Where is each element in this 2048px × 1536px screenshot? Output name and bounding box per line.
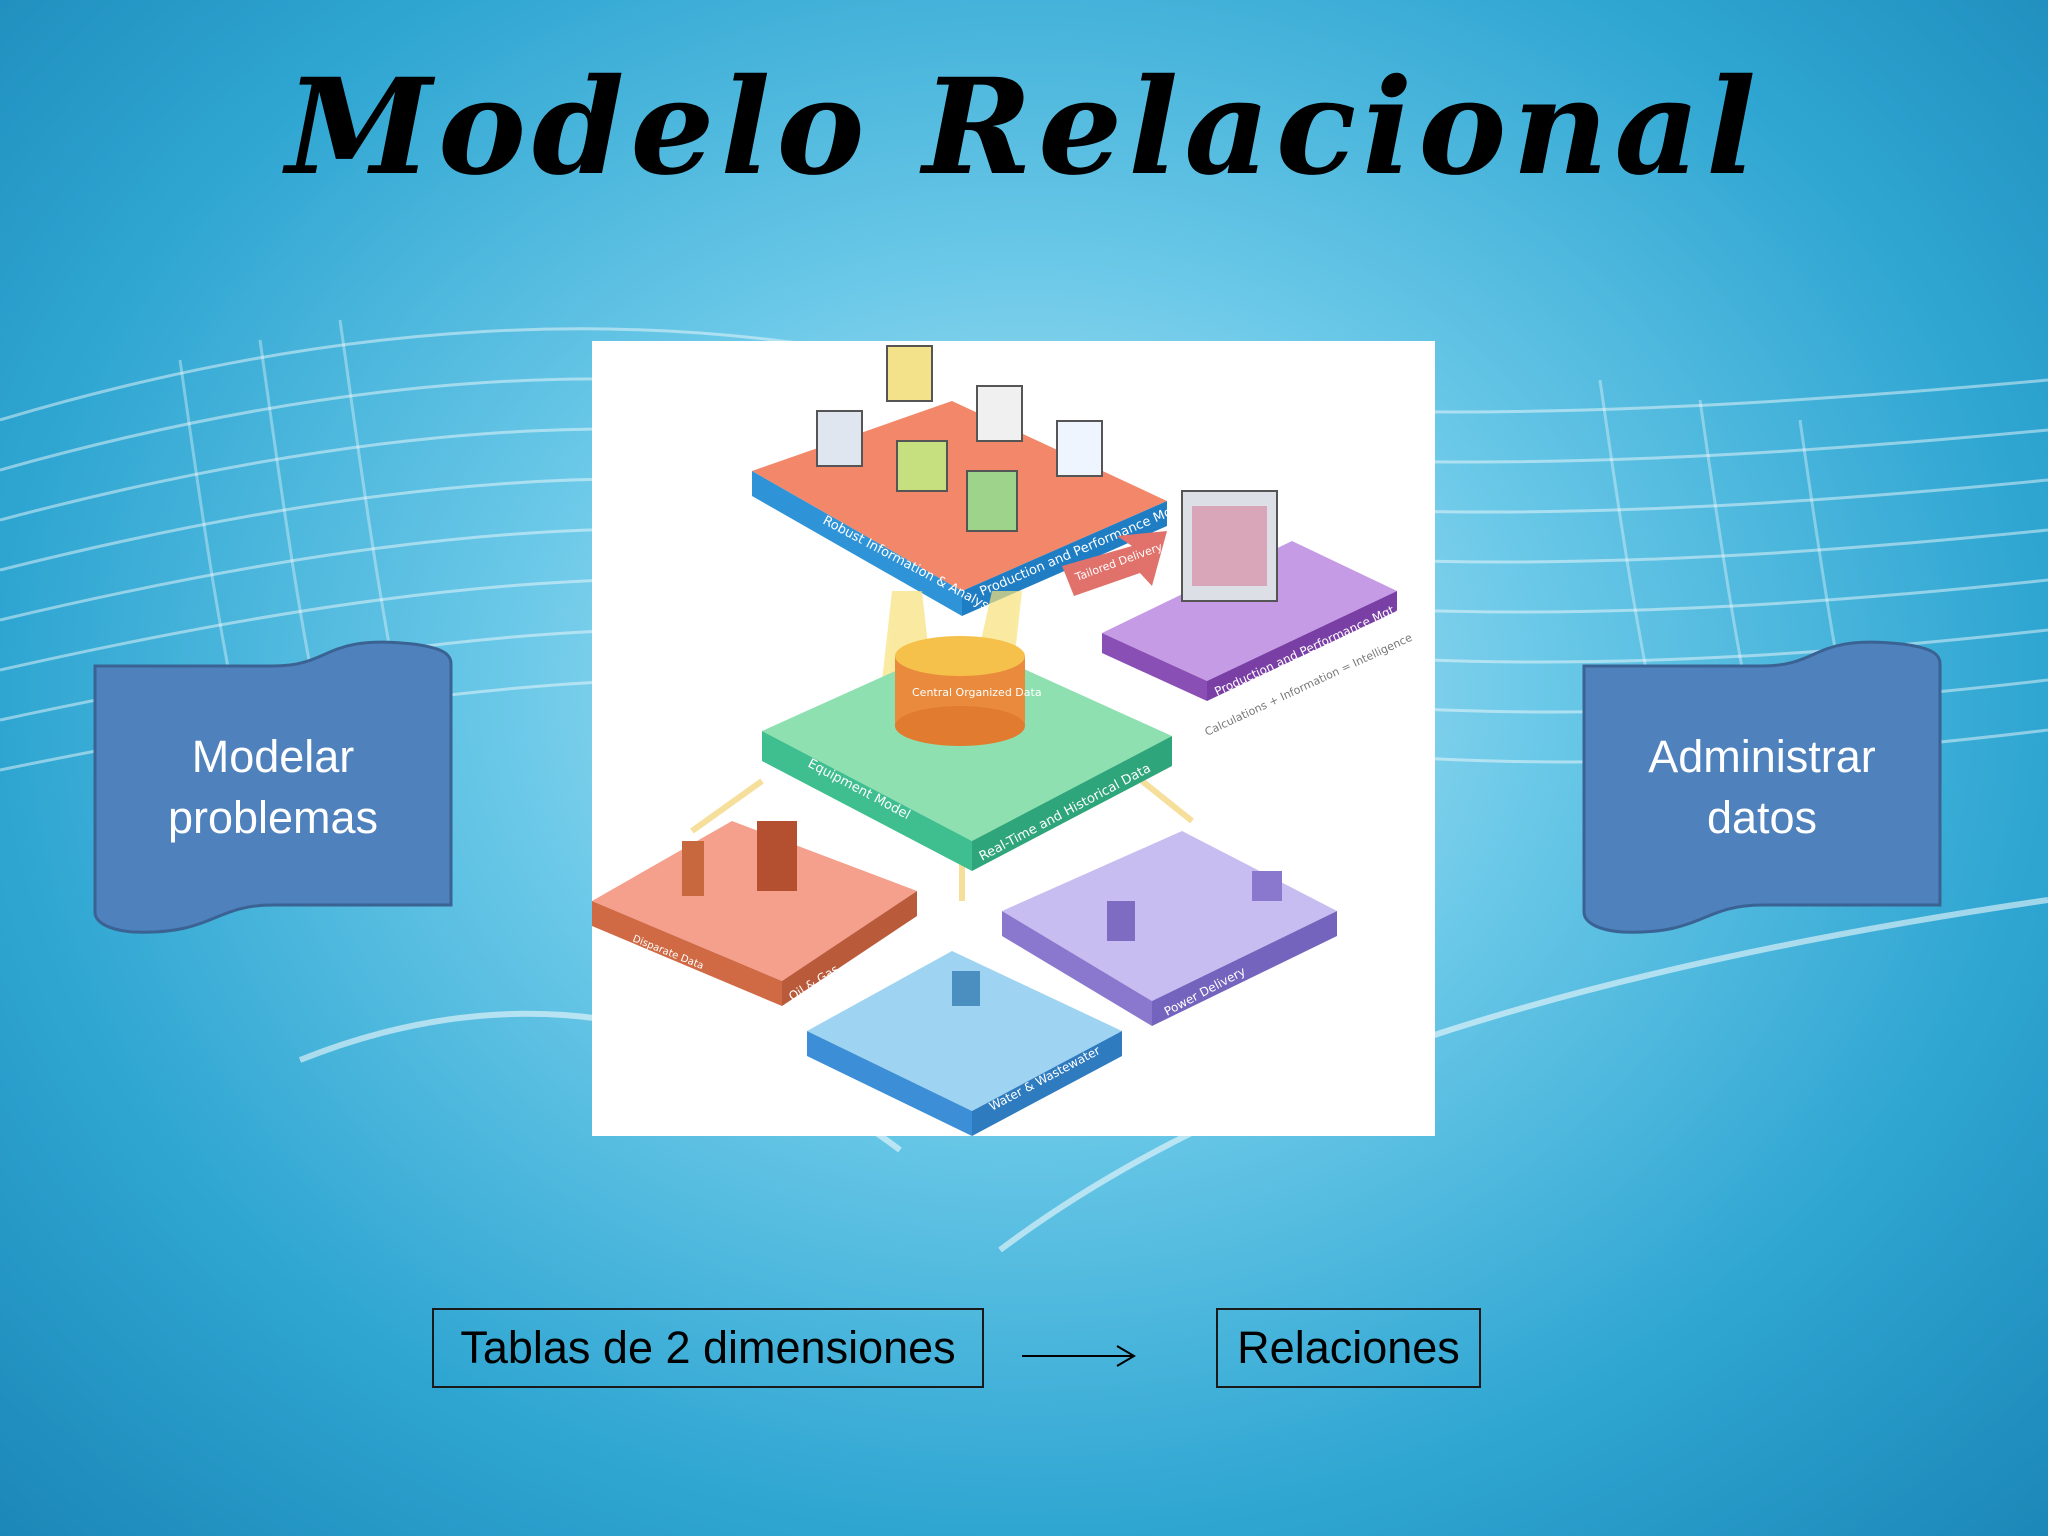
two-dimension-tables-text: Tablas de 2 dimensiones <box>460 1322 956 1373</box>
two-dimension-tables-box: Tablas de 2 dimensiones <box>432 1308 984 1388</box>
central-cylinder: Central Organized Data <box>895 636 1042 746</box>
slide-title: Modelo Relacional <box>285 50 1763 205</box>
left-banner: Modelar problemas <box>93 640 453 935</box>
top-layer: Robust Information & Analyst Tools Produ… <box>752 345 1183 633</box>
cylinder-label: Central Organized Data <box>912 686 1042 699</box>
oil-gas-layer: Oil & Gas Disparate Data <box>592 821 917 1006</box>
banner-shape <box>93 640 453 934</box>
right-banner: Administrar datos <box>1582 640 1942 935</box>
architecture-diagram: Robust Information & Analyst Tools Produ… <box>592 341 1435 1136</box>
banner-shape <box>1582 640 1942 934</box>
relations-text: Relaciones <box>1237 1322 1460 1373</box>
left-banner-text: Modelar problemas <box>167 730 379 843</box>
relations-box: Relaciones <box>1216 1308 1481 1388</box>
power-delivery-layer: Power Delivery <box>1002 831 1337 1026</box>
right-banner-text: Administrar datos <box>1648 730 1876 843</box>
architecture-diagram-illustration: Robust Information & Analyst Tools Produ… <box>592 345 1414 1136</box>
right-arrow-icon <box>1022 1345 1136 1367</box>
